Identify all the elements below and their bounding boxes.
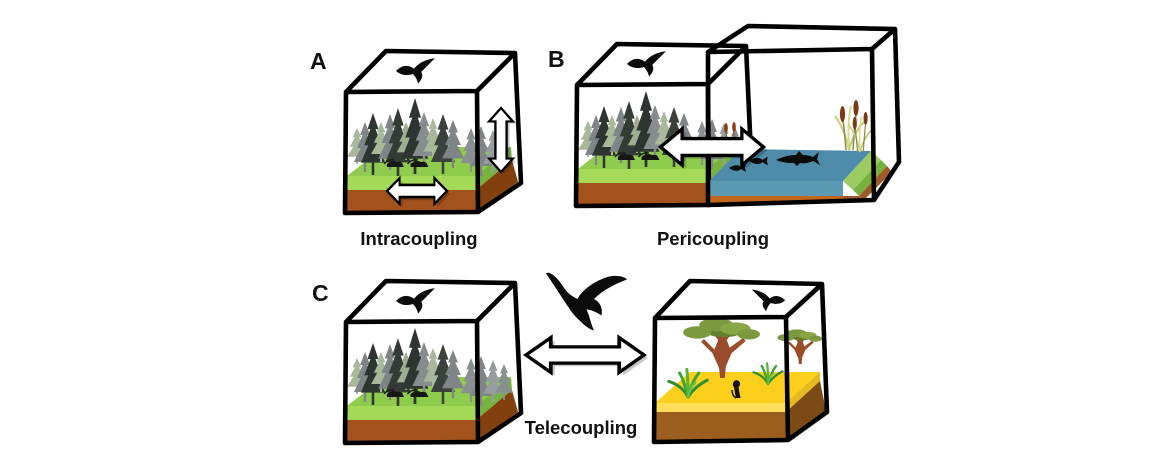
panel-c: C Telecoupling xyxy=(312,272,830,445)
panel-b: B Pericoupling xyxy=(548,23,902,249)
savanna-ground-front xyxy=(655,403,786,412)
bank-grass-side xyxy=(853,160,887,196)
water-front-face xyxy=(709,181,843,196)
panel-c-letter: C xyxy=(312,280,329,306)
panel-b-letter: B xyxy=(548,46,565,72)
savanna-soil-side xyxy=(786,381,826,440)
acacia-tree-icon xyxy=(683,318,760,378)
panel-c-caption: Telecoupling xyxy=(525,417,638,438)
telecoupling-arrow-icon xyxy=(524,335,648,376)
savanna-box-outline xyxy=(651,278,830,445)
mini-cattails-icon xyxy=(724,122,736,141)
savanna-soil-front xyxy=(654,412,788,442)
savanna-ground-side xyxy=(786,372,820,412)
panel-a-letter: A xyxy=(310,48,327,74)
gliding-bird-icon xyxy=(751,289,786,312)
panel-b-caption: Pericoupling xyxy=(657,228,769,249)
lake-ecosystem-box xyxy=(705,23,902,208)
forest-ecosystem-box-c xyxy=(345,281,521,443)
cattail-icon xyxy=(847,111,873,153)
panel-a: A Intracoupling xyxy=(310,48,521,249)
panel-a-caption: Intracoupling xyxy=(360,228,477,249)
migrating-raptor-icon xyxy=(546,272,627,331)
savanna-ecosystem-box xyxy=(651,278,830,445)
